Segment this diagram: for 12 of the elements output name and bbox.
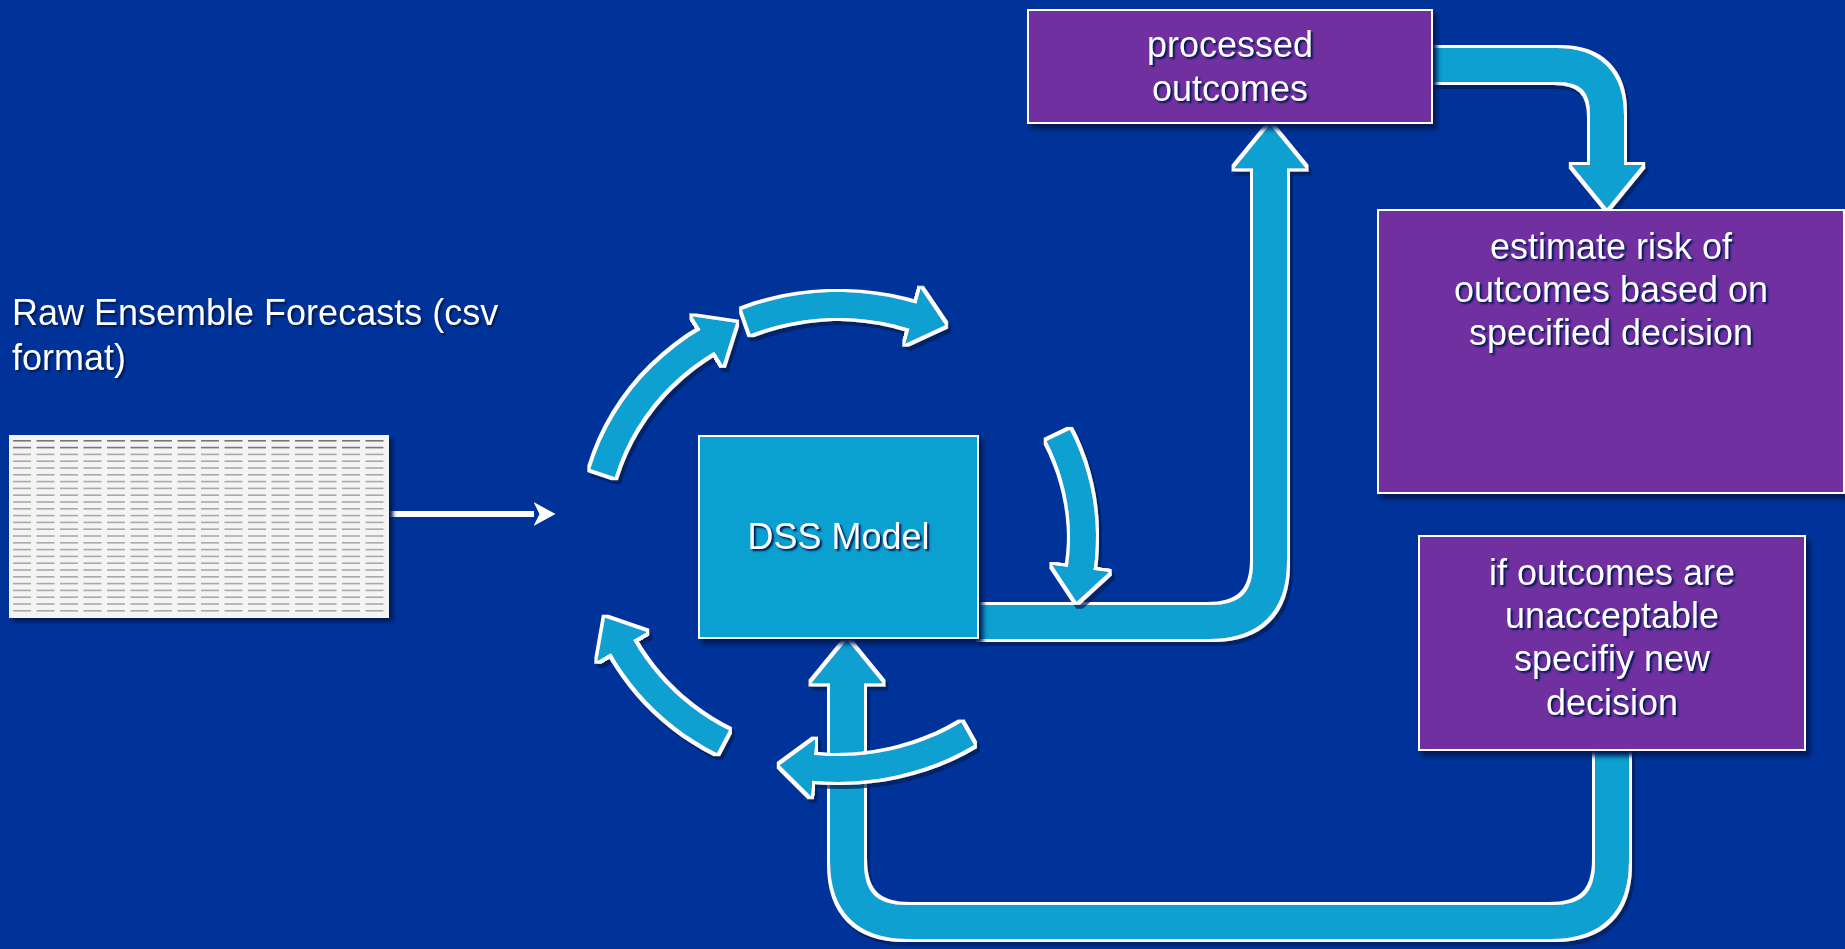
arrow <box>979 124 1306 639</box>
spreadsheet-picture <box>9 435 389 618</box>
process-box <box>1377 209 1845 494</box>
model-box <box>698 435 979 639</box>
box-label: if outcomes are unacceptable specifiy new decision <box>1487 551 1737 724</box>
picture-caption: Raw Ensemble Forecasts (csv format) <box>12 291 500 380</box>
process-box <box>1418 535 1806 751</box>
box-label: DSS Model <box>746 515 931 559</box>
box-label: estimate risk of outcomes based on specified decision <box>1452 225 1770 355</box>
process-box <box>1027 9 1433 124</box>
arrow <box>389 502 556 526</box>
box-label: processed outcomes <box>1145 23 1315 110</box>
